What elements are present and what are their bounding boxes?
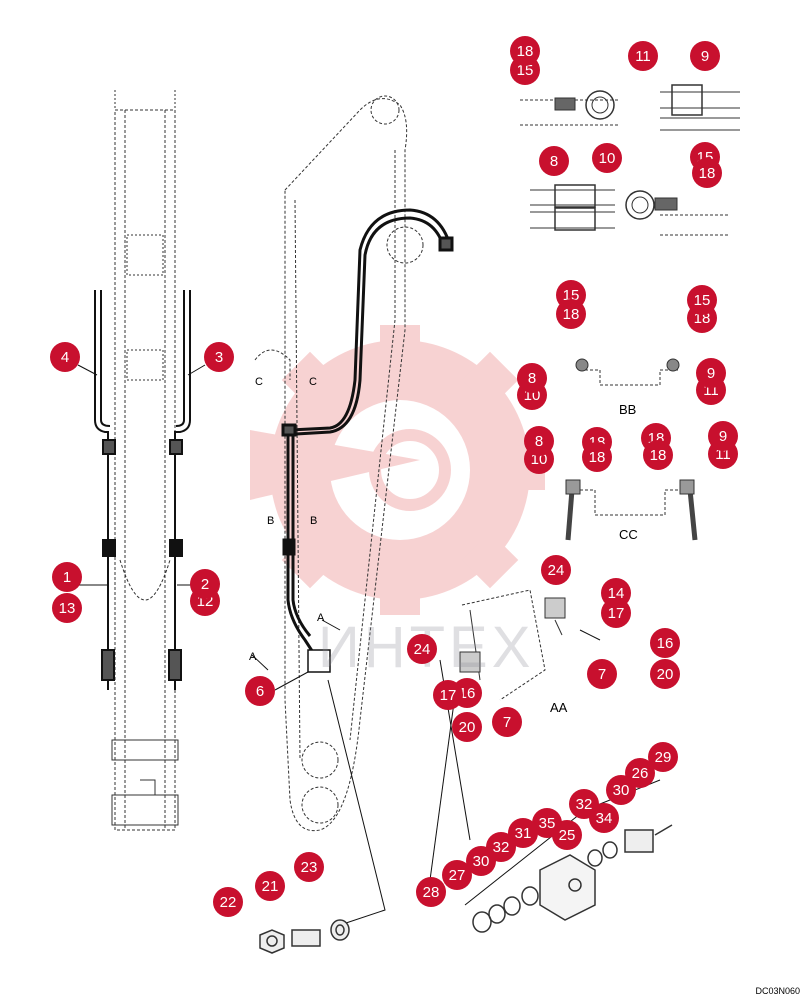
section-aa-drawing bbox=[459, 589, 566, 701]
callout-8-cc[interactable]: 8 bbox=[524, 426, 554, 456]
callout-3[interactable]: 3 bbox=[204, 342, 234, 372]
callout-17-aa-left[interactable]: 17 bbox=[433, 680, 463, 710]
callout-28[interactable]: 28 bbox=[416, 877, 446, 907]
callout-7-aa-left[interactable]: 7 bbox=[492, 707, 522, 737]
callout-1[interactable]: 1 bbox=[52, 562, 82, 592]
callout-20-aa-right[interactable]: 20 bbox=[650, 659, 680, 689]
callout-4[interactable]: 4 bbox=[50, 342, 80, 372]
callout-23[interactable]: 23 bbox=[294, 852, 324, 882]
left-hoses bbox=[94, 290, 191, 690]
callout-24-aa-left[interactable]: 24 bbox=[407, 634, 437, 664]
callout-18-top[interactable]: 18 bbox=[510, 36, 540, 66]
section-marker-c-right: C bbox=[309, 376, 317, 388]
drawing-code: DC03N060 bbox=[755, 986, 800, 996]
callout-35[interactable]: 35 bbox=[532, 808, 562, 838]
callout-6[interactable]: 6 bbox=[245, 676, 275, 706]
callout-27[interactable]: 27 bbox=[442, 860, 472, 890]
section-label-cc: CC bbox=[619, 527, 638, 542]
section-marker-a-left: A bbox=[249, 651, 257, 663]
section-label-aa: AA bbox=[550, 700, 568, 715]
callout-25[interactable]: 25 bbox=[552, 820, 582, 850]
callout-9-bb[interactable]: 9 bbox=[696, 358, 726, 388]
callout-18-cc-right[interactable]: 18 bbox=[643, 440, 673, 470]
callout-17-aa-right[interactable]: 17 bbox=[601, 598, 631, 628]
callout-7-aa-right[interactable]: 7 bbox=[587, 659, 617, 689]
callout-10-top[interactable]: 10 bbox=[592, 143, 622, 173]
callout-8-bb[interactable]: 8 bbox=[517, 363, 547, 393]
section-label-bb: BB bbox=[619, 402, 637, 417]
section-marker-b-left: B bbox=[267, 515, 275, 527]
detail-clamps bbox=[520, 84, 740, 236]
boom-side-view bbox=[254, 95, 424, 832]
callout-21[interactable]: 21 bbox=[255, 871, 285, 901]
callout-15-bb-right[interactable]: 15 bbox=[687, 285, 717, 315]
callout-18-detail[interactable]: 18 bbox=[692, 158, 722, 188]
callout-22[interactable]: 22 bbox=[213, 887, 243, 917]
callout-20-aa-left[interactable]: 20 bbox=[452, 712, 482, 742]
callout-34[interactable]: 34 bbox=[589, 803, 619, 833]
section-marker-a-right: A bbox=[317, 612, 325, 624]
callout-11-top[interactable]: 11 bbox=[628, 41, 658, 71]
callout-8-top[interactable]: 8 bbox=[539, 146, 569, 176]
callout-16-aa-right[interactable]: 16 bbox=[650, 628, 680, 658]
section-cc-drawing bbox=[565, 479, 698, 541]
callout-18-cc-left[interactable]: 18 bbox=[582, 442, 612, 472]
callout-9-cc[interactable]: 9 bbox=[708, 421, 738, 451]
boom-top-view bbox=[111, 90, 179, 831]
callout-13[interactable]: 13 bbox=[52, 593, 82, 623]
callout-2[interactable]: 2 bbox=[190, 569, 220, 599]
callout-18-bb-left[interactable]: 18 bbox=[556, 299, 586, 329]
callout-9-top[interactable]: 9 bbox=[690, 41, 720, 71]
section-marker-c-left: C bbox=[255, 376, 263, 388]
section-marker-b-right: B bbox=[310, 515, 318, 527]
section-bb-drawing bbox=[575, 358, 680, 386]
callout-30-upper[interactable]: 30 bbox=[606, 775, 636, 805]
callout-24-aa-right[interactable]: 24 bbox=[541, 555, 571, 585]
center-hose bbox=[281, 208, 454, 673]
fittings-exploded bbox=[259, 824, 673, 954]
